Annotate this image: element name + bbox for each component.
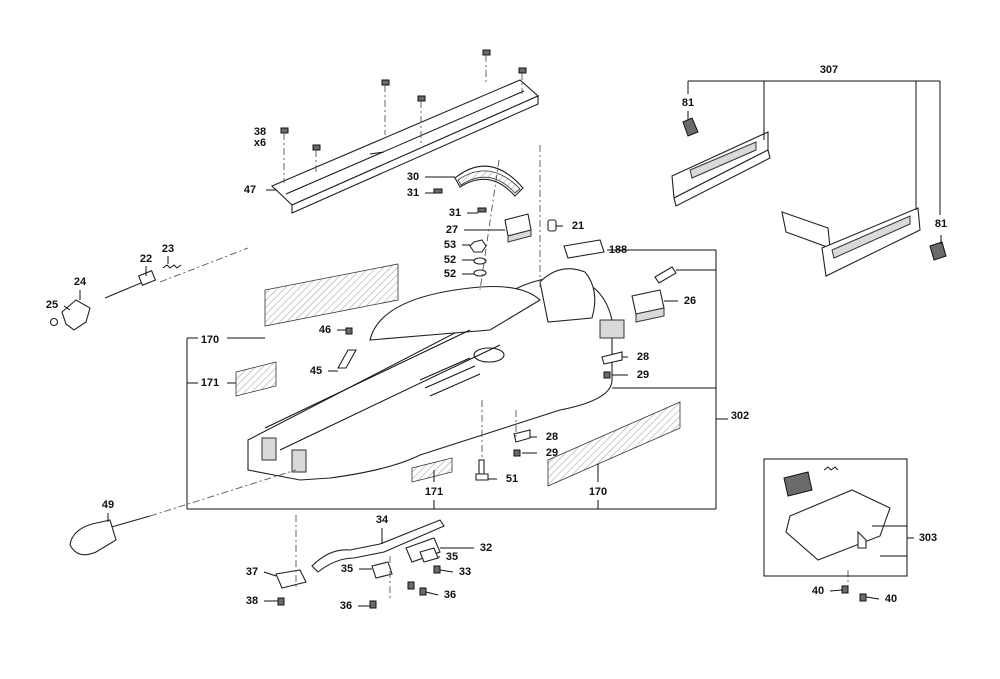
- decal-171-left: [235, 361, 277, 397]
- saw-base: [247, 268, 625, 481]
- bracket-35a: [371, 561, 393, 579]
- callout-p38x6: x6: [254, 137, 266, 149]
- callout-p38b: 38: [246, 595, 258, 607]
- callout-p170a: 170: [201, 334, 219, 346]
- decal-170-left: [264, 263, 399, 327]
- callout-p303: 303: [919, 532, 937, 544]
- callout-p33: 33: [459, 566, 471, 578]
- scale-screw-2: [477, 207, 487, 213]
- callout-p52a: 52: [444, 254, 456, 266]
- clamp-knob: [69, 515, 151, 556]
- knob-81a: [682, 117, 699, 137]
- callout-p307: 307: [820, 64, 838, 76]
- washer-2: [473, 269, 487, 277]
- callout-p30: 30: [407, 171, 419, 183]
- callout-p171b: 171: [425, 486, 443, 498]
- nut: [469, 239, 487, 253]
- callout-p35a: 35: [446, 551, 458, 563]
- callout-p170b: 170: [589, 486, 607, 498]
- callout-p21: 21: [572, 220, 584, 232]
- bracket-37: [275, 569, 307, 589]
- decal-171-bottom: [411, 457, 453, 483]
- callout-p40a: 40: [812, 585, 824, 597]
- callout-p40b: 40: [885, 593, 897, 605]
- callout-p37: 37: [246, 566, 258, 578]
- callout-p26: 26: [684, 295, 696, 307]
- detent-plate: [504, 213, 532, 243]
- clip-28b: [513, 429, 531, 443]
- leader-lines: [63, 80, 942, 607]
- callout-p24: 24: [74, 276, 87, 288]
- callout-p28b: 28: [546, 431, 558, 443]
- rod-26: [654, 266, 677, 284]
- decal-170-bottom: [547, 401, 681, 487]
- callout-labels: 307818138x647303131212718853525223222425…: [46, 64, 947, 612]
- callout-p29b: 29: [546, 447, 558, 459]
- screw-29b: [513, 449, 521, 457]
- callout-p31b: 31: [449, 207, 461, 219]
- callout-p27: 27: [446, 224, 458, 236]
- bracket-32: [405, 537, 441, 563]
- screws-lower: [277, 565, 441, 609]
- callout-p45: 45: [310, 365, 322, 377]
- scale-screw: [433, 188, 443, 194]
- callout-p25: 25: [46, 299, 58, 311]
- callout-p81b: 81: [935, 218, 947, 230]
- callout-p38a: 38: [254, 126, 266, 138]
- pin: [547, 219, 557, 232]
- callout-p28a: 28: [637, 351, 649, 363]
- rear-support-303: [783, 466, 891, 561]
- clip-28a: [601, 351, 623, 365]
- knob-81b: [929, 241, 947, 261]
- callout-p31a: 31: [407, 187, 419, 199]
- centre-lines: [149, 145, 849, 600]
- callout-p302: 302: [731, 410, 749, 422]
- callout-p36a: 36: [340, 600, 352, 612]
- callout-p53: 53: [444, 239, 456, 251]
- clip-45: [337, 349, 357, 369]
- callout-p171a: 171: [201, 377, 219, 389]
- washer-1: [473, 257, 487, 265]
- callout-p35b: 35: [341, 563, 353, 575]
- screw-46: [345, 327, 353, 335]
- extension-left: [671, 131, 771, 207]
- callout-p23: 23: [162, 243, 174, 255]
- callout-p22: 22: [140, 253, 152, 265]
- block-26: [631, 289, 665, 323]
- callout-p32: 32: [480, 542, 492, 554]
- label-188: [563, 239, 605, 259]
- callout-p47: 47: [244, 184, 256, 196]
- fence-screws: [280, 49, 527, 183]
- screws-40: [841, 585, 867, 602]
- callout-p29a: 29: [637, 369, 649, 381]
- bracket-35b: [419, 547, 439, 563]
- extension-right: [781, 207, 921, 277]
- callout-p49: 49: [102, 499, 114, 511]
- callout-p52b: 52: [444, 268, 456, 280]
- callout-p46: 46: [319, 324, 331, 336]
- screw-29a: [603, 371, 611, 379]
- fence-plate: [271, 79, 540, 214]
- callout-p36b: 36: [444, 589, 456, 601]
- callout-p51: 51: [506, 473, 518, 485]
- support-rod: [311, 519, 445, 573]
- lock-assembly: [49, 264, 182, 331]
- callout-p81a: 81: [682, 97, 694, 109]
- callout-p188: 188: [609, 244, 627, 256]
- bolt-51: [475, 459, 489, 481]
- miter-scale: [454, 165, 524, 197]
- callout-p34: 34: [376, 514, 389, 526]
